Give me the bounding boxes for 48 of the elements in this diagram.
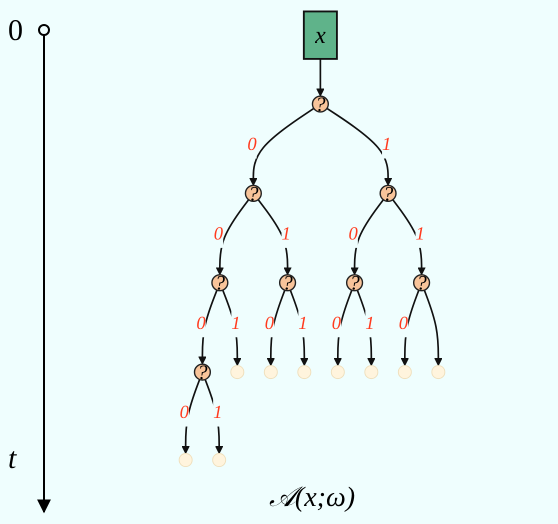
node-circle: ? xyxy=(412,274,430,292)
node-circle: ? xyxy=(379,184,397,202)
edge-label: 0 xyxy=(214,224,224,244)
edge-label: 0 xyxy=(264,312,274,334)
arrow xyxy=(392,199,426,276)
caption: 𝒜(x;ω) xyxy=(268,482,356,514)
edge-label: 0 xyxy=(348,224,358,244)
node-box: x xyxy=(302,10,338,60)
node-circle xyxy=(264,365,278,380)
arrow xyxy=(290,290,308,366)
arrow xyxy=(216,199,250,276)
node-circle xyxy=(297,365,312,380)
node-circle xyxy=(431,365,446,380)
node-circle: ? xyxy=(194,363,212,381)
arrow xyxy=(316,58,324,96)
node-circle xyxy=(178,453,193,468)
edge-label: 0 xyxy=(196,312,206,334)
edge-label: 1 xyxy=(365,312,375,334)
edge-label: 0 xyxy=(180,402,189,423)
node-circle: ? xyxy=(312,95,329,113)
edge-label: 1 xyxy=(298,312,308,334)
node-circle xyxy=(330,365,345,380)
edge-label: 1 xyxy=(282,224,291,244)
arrow xyxy=(222,290,242,366)
node-circle xyxy=(398,365,412,380)
edge-label: 0 xyxy=(332,312,342,334)
node-circle: ? xyxy=(211,274,228,292)
node-circle: ? xyxy=(346,274,364,292)
edge-label: 0 xyxy=(398,312,408,334)
arrow xyxy=(326,108,392,186)
edge-label: 1 xyxy=(382,134,392,155)
arrow xyxy=(356,290,376,366)
edge-label: 1 xyxy=(416,224,425,244)
edge-label: 1 xyxy=(213,402,222,423)
arrow xyxy=(249,108,314,186)
axis-label: t xyxy=(8,444,16,474)
axis-label: 0 xyxy=(8,16,23,46)
node-circle xyxy=(230,365,244,380)
edge-label: 0 xyxy=(247,134,257,155)
edge-label: 1 xyxy=(231,312,241,334)
node-circle: ? xyxy=(244,184,262,202)
arrow xyxy=(258,199,292,276)
node-circle xyxy=(212,453,226,468)
arrow xyxy=(350,199,384,276)
node-circle: ? xyxy=(278,274,296,292)
node-circle xyxy=(364,365,378,380)
arrow xyxy=(204,379,224,454)
arrow xyxy=(424,290,442,366)
